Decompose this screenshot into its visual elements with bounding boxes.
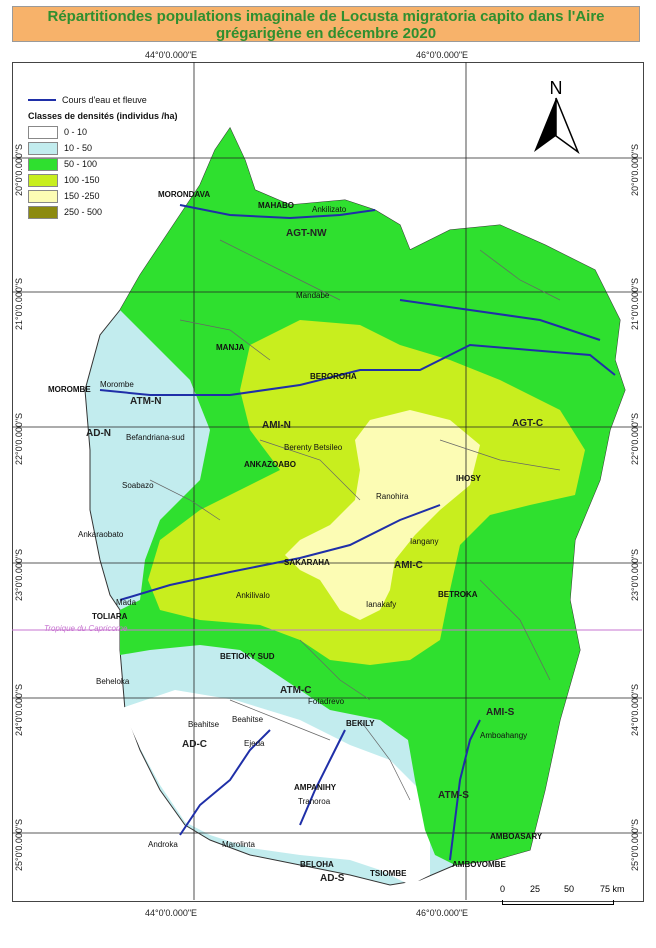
place-ankazoabo: ANKAZOABO [244, 460, 296, 469]
place-morombe: MOROMBE [48, 385, 91, 394]
place-ranohira: Ranohira [376, 492, 409, 501]
zone-white-south [122, 690, 430, 885]
legend-class-label: 0 - 10 [64, 127, 88, 137]
zone-atm-s: ATM-S [438, 790, 469, 801]
place-sakaraha: SAKARAHA [284, 558, 330, 567]
zone-atm-n: ATM-N [130, 396, 162, 407]
north-arrow-icon: N [528, 78, 584, 156]
place-ankilivalo: Ankilivalo [236, 591, 270, 600]
legend-class: 50 - 100 [28, 156, 178, 172]
legend-river: Cours d'eau et fleuve [28, 92, 178, 108]
zone-agt-c: AGT-C [512, 418, 544, 429]
coord-bottom-left: 44°0'0.000"E [145, 908, 198, 918]
place-soabazo: Soabazo [122, 481, 154, 490]
place-beahitse-1: Beahitse [188, 720, 220, 729]
zone-ad-n: AD-N [86, 428, 111, 439]
place-morondava: MORONDAVA [158, 190, 211, 199]
place-androka: Androka [148, 840, 178, 849]
place-befandriana: Befandriana-sud [126, 433, 185, 442]
swatch [28, 141, 58, 155]
legend-class: 250 - 500 [28, 204, 178, 220]
place-amboasary: AMBOASARY [490, 832, 543, 841]
place-mandabe: Mandabe [296, 291, 330, 300]
river-swatch [28, 99, 56, 101]
swatch [28, 205, 58, 219]
place-ampanihy: AMPANIHY [294, 783, 337, 792]
zone-atm-c: ATM-C [280, 685, 312, 696]
place-amboahangy: Amboahangy [480, 731, 528, 740]
place-berenty: Berenty Betsileo [284, 443, 343, 452]
place-toliara: TOLIARA [92, 612, 128, 621]
zone-ami-s: AMI-S [486, 707, 515, 718]
place-ihosy: IHOSY [456, 474, 481, 483]
tropic-label: Tropique du Capricorne [44, 624, 128, 633]
legend-class-label: 150 -250 [64, 191, 100, 201]
scale-tick-25: 25 [530, 884, 541, 894]
place-betroka: BETROKA [438, 590, 478, 599]
rivers [99, 204, 616, 861]
scale-line [502, 900, 614, 905]
legend-class: 10 - 50 [28, 140, 178, 156]
place-beloha: BELOHA [300, 860, 334, 869]
place-marolinta: Marolinta [222, 840, 255, 849]
swatch [28, 125, 58, 139]
legend-class-label: 250 - 500 [64, 207, 103, 217]
legend: Cours d'eau et fleuve Classes de densité… [28, 92, 178, 220]
place-mahabo: MAHABO [258, 201, 294, 210]
zone-lightyellow [285, 410, 480, 620]
legend-class: 100 -150 [28, 172, 178, 188]
zone-ami-c: AMI-C [394, 560, 423, 571]
place-ambovombe: AMBOVOMBE [452, 860, 506, 869]
scale-tick-75: 75 km [600, 884, 625, 894]
place-morombe-2: Morombe [100, 380, 134, 389]
place-manja: MANJA [216, 343, 245, 352]
coord-top-right: 46°0'0.000"E [416, 50, 469, 60]
legend-class: 0 - 10 [28, 124, 178, 140]
place-beroroha: BEROROHA [310, 372, 357, 381]
swatch [28, 189, 58, 203]
zone-agt-nw: AGT-NW [286, 228, 327, 239]
place-lanakafy: Ianakafy [366, 600, 397, 609]
zone-ad-s: AD-S [320, 873, 345, 884]
place-beahitse-2: Beahitse [232, 715, 264, 724]
place-ankilizato: Ankilizato [312, 205, 347, 214]
place-iangany: Iangany [410, 537, 439, 546]
coord-bottom-right: 46°0'0.000"E [416, 908, 469, 918]
legend-class: 150 -250 [28, 188, 178, 204]
north-label: N [550, 78, 563, 98]
coord-top-left: 44°0'0.000"E [145, 50, 198, 60]
scale-tick-50: 50 [564, 884, 575, 894]
place-mada: Mada [116, 598, 137, 607]
legend-class-label: 10 - 50 [64, 143, 93, 153]
place-beheloka: Beheloka [96, 677, 130, 686]
place-ejeda: Ejeda [244, 739, 265, 748]
place-tranoroa: Tranoroa [298, 797, 331, 806]
scale-tick-0: 0 [500, 884, 506, 894]
zone-ami-n: AMI-N [262, 420, 291, 431]
place-betioky: BETIOKY SUD [220, 652, 275, 661]
swatch [28, 157, 58, 171]
legend-classes-title: Classes de densités (individus /ha) [28, 111, 178, 121]
place-tsiombe: TSIOMBE [370, 869, 407, 878]
zone-ad-c: AD-C [182, 739, 207, 750]
swatch [28, 173, 58, 187]
place-fotadrevo: Fotadrevo [308, 697, 345, 706]
map-title: Répartitiondes populations imaginale de … [12, 6, 640, 42]
legend-class-label: 50 - 100 [64, 159, 98, 169]
graticule [12, 62, 642, 900]
scale-bar: 0 25 50 75 km [500, 884, 630, 910]
legend-class-label: 100 -150 [64, 175, 100, 185]
tributaries [149, 239, 561, 801]
legend-river-label: Cours d'eau et fleuve [62, 95, 147, 105]
place-bekily: BEKILY [346, 719, 375, 728]
place-ankaraobato: Ankaraobato [78, 530, 124, 539]
